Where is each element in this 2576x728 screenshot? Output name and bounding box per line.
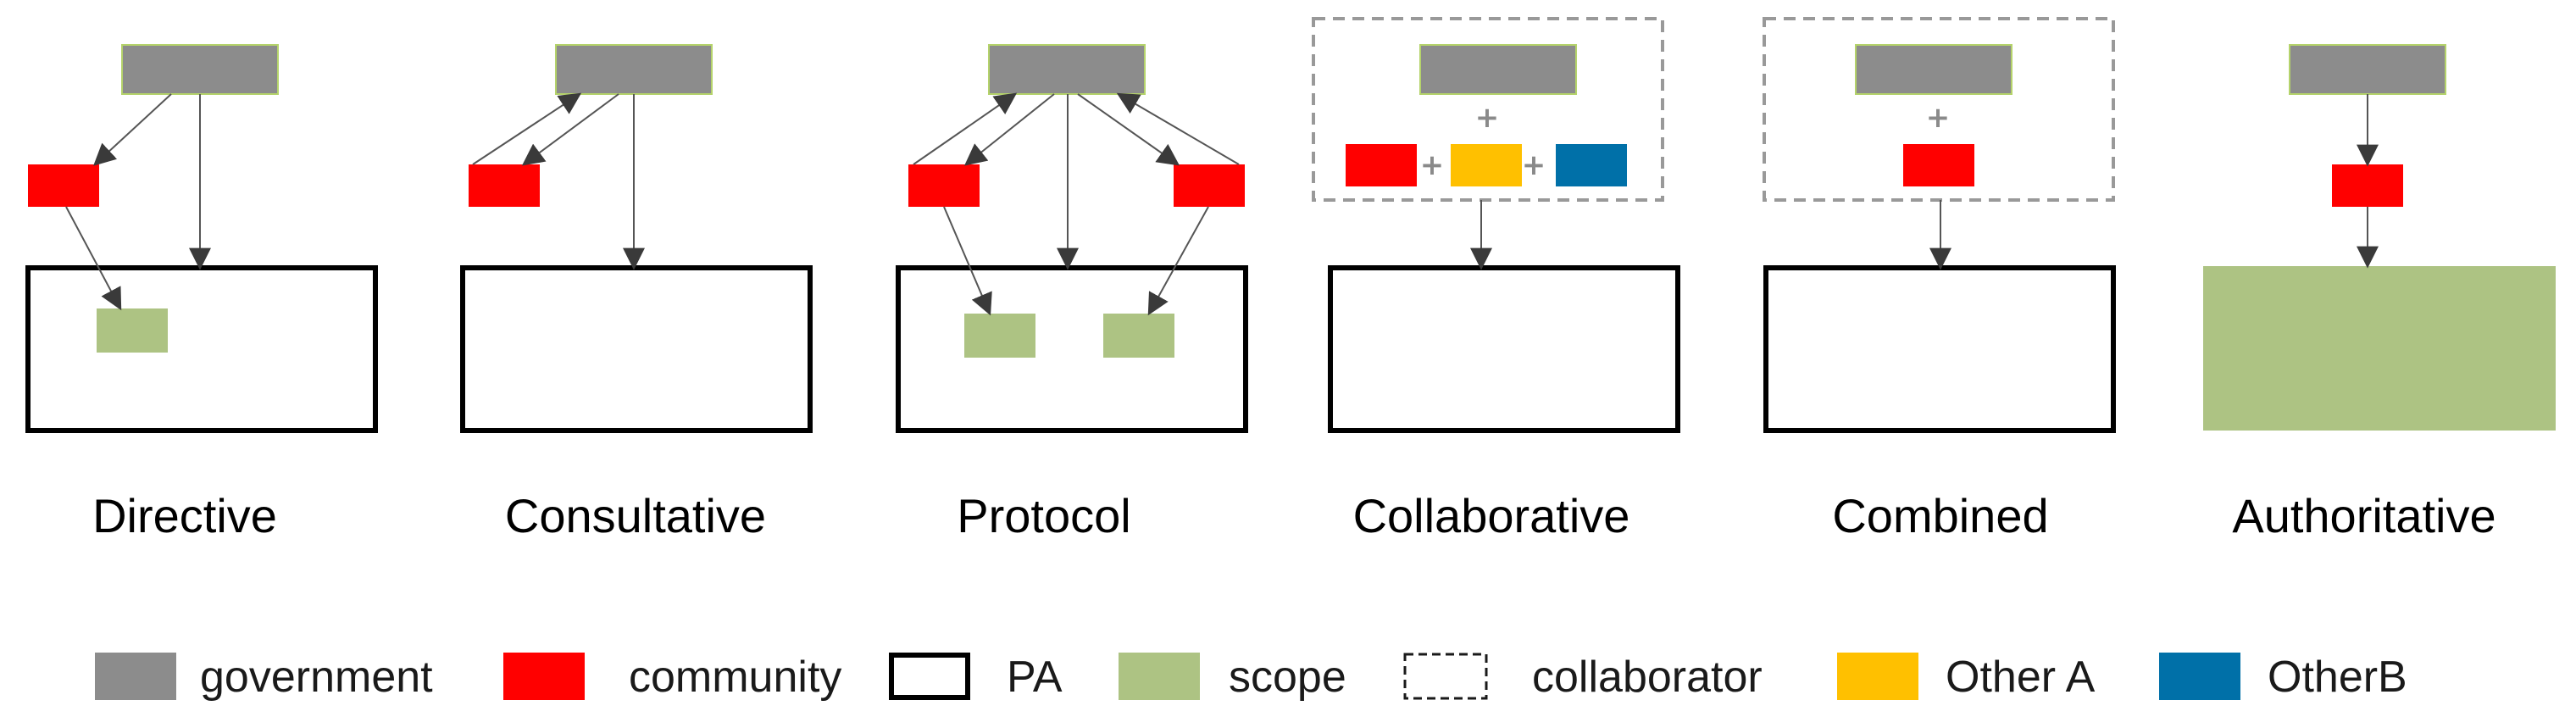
scope-box: [97, 308, 168, 353]
pa-box: [896, 265, 1248, 433]
plus-sign: +: [1926, 101, 1951, 135]
other-b-box: [1556, 144, 1627, 186]
community-box: [1346, 144, 1417, 186]
legend-item-collaborator: collaborator: [1403, 653, 1763, 702]
legend-label: Other A: [1946, 653, 2096, 702]
panel-label: Combined: [1832, 489, 2048, 542]
legend-label: OtherB: [2268, 653, 2407, 702]
panel-combined: + Combined: [1763, 17, 2116, 542]
pa-box: [1763, 265, 2116, 433]
arrow-community-right-to-scope: [1147, 206, 1209, 316]
government-swatch: [95, 653, 176, 700]
government-box: [1419, 44, 1577, 95]
panel-label: Protocol: [957, 489, 1130, 542]
legend-label: collaborator: [1532, 653, 1763, 702]
community-swatch: [503, 653, 585, 700]
arrow-gov-to-community-right: [1077, 93, 1180, 166]
pa-box: [25, 265, 378, 433]
government-box: [555, 44, 713, 95]
collaborator-box: [1312, 17, 1664, 202]
panel-authoritative: Authoritative: [2203, 44, 2556, 542]
plus-sign: +: [1420, 148, 1445, 182]
legend: government community PA scope collaborat…: [95, 653, 2407, 702]
pa-box: [1328, 265, 1680, 433]
legend-item-community: community: [503, 653, 841, 702]
scope-swatch: [1119, 653, 1200, 700]
legend-item-other-b: OtherB: [2159, 653, 2407, 702]
arrow-gov-to-community-left: [963, 93, 1055, 166]
arrow-community-right-to-gov: [1116, 92, 1240, 165]
arrow-gov-to-community: [521, 93, 619, 166]
other-b-swatch: [2159, 653, 2240, 700]
collaborator-swatch: [1403, 653, 1488, 700]
government-box: [121, 44, 279, 95]
scope-box-left: [964, 314, 1035, 358]
government-box: [2289, 44, 2446, 95]
other-a-box: [1451, 144, 1522, 186]
plus-sign: +: [1475, 101, 1500, 135]
legend-item-other-a: Other A: [1837, 653, 2096, 702]
arrow-community-left-to-gov: [913, 92, 1018, 165]
community-box-left: [908, 164, 980, 207]
government-box: [988, 44, 1146, 95]
panel-protocol: Protocol: [896, 44, 1248, 542]
plus-sign: +: [1522, 148, 1546, 182]
panel-directive: Directive: [25, 44, 378, 542]
legend-item-pa: PA: [889, 653, 1063, 702]
collaborator-box: [1763, 17, 2115, 202]
pa-swatch: [889, 653, 970, 700]
panel-label: Consultative: [505, 489, 766, 542]
legend-label: government: [200, 653, 433, 702]
legend-label: scope: [1229, 653, 1346, 702]
panel-label: Directive: [92, 489, 277, 542]
panel-consultative: Consultative: [460, 44, 813, 542]
scope-box-right: [1103, 314, 1174, 358]
legend-label: community: [629, 653, 841, 702]
legend-item-scope: scope: [1119, 653, 1346, 702]
legend-item-government: government: [95, 653, 433, 702]
pa-box: [460, 265, 813, 433]
panel-collaborative: + + + Collaborative: [1312, 17, 1680, 542]
scope-box: [2203, 266, 2556, 431]
panel-label: Authoritative: [2232, 489, 2496, 542]
other-a-swatch: [1837, 653, 1918, 700]
arrow-community-to-scope: [65, 206, 122, 311]
community-box: [469, 164, 540, 207]
arrow-community-left-to-scope: [943, 206, 992, 316]
panel-label: Collaborative: [1353, 489, 1630, 542]
legend-label: PA: [1007, 653, 1063, 702]
community-box: [28, 164, 99, 207]
arrow-gov-to-community: [93, 93, 172, 166]
community-box-right: [1174, 164, 1245, 207]
community-box: [1903, 144, 1974, 186]
arrow-community-to-gov: [472, 92, 582, 165]
community-box: [2332, 164, 2403, 207]
government-box: [1855, 44, 2012, 95]
